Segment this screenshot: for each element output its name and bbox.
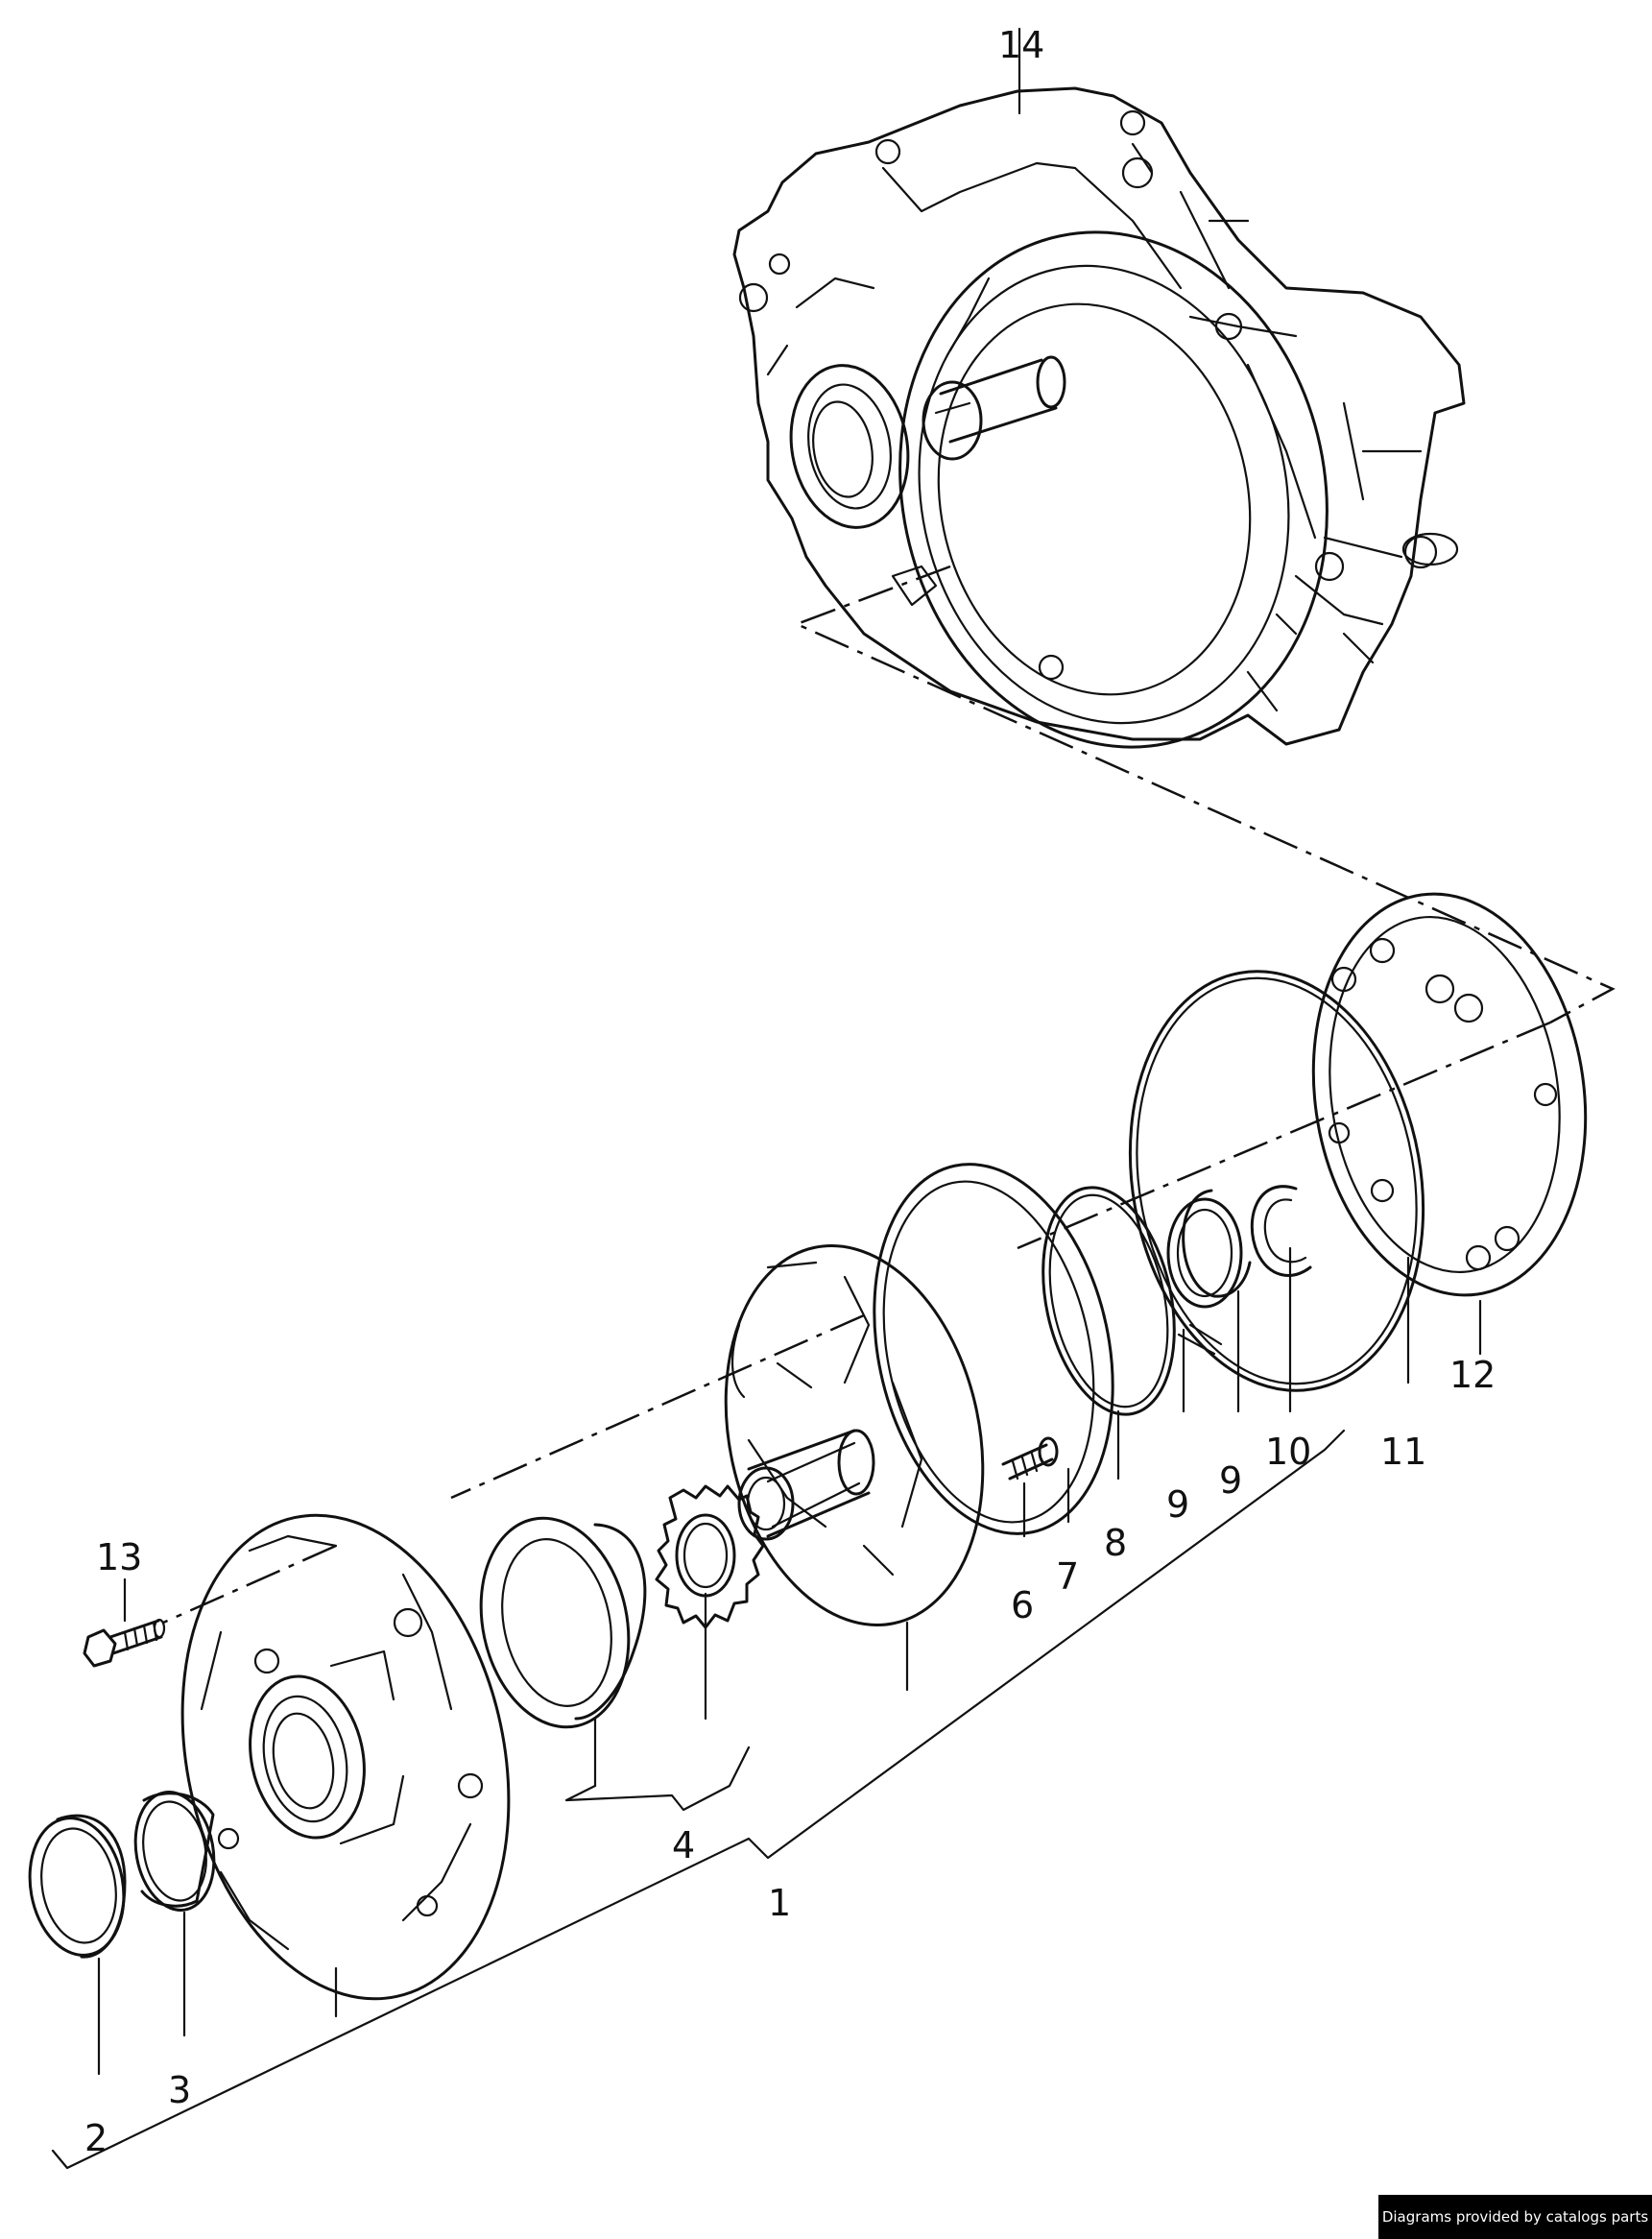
gasket-part-12 bbox=[1311, 892, 1588, 1297]
label-7: 7 bbox=[1056, 1555, 1079, 1598]
label-12: 12 bbox=[1449, 1354, 1496, 1396]
part-labels: 14 12 11 10 9 9 8 7 6 4 1 13 3 2 bbox=[84, 24, 1496, 2159]
bolt-part-13 bbox=[83, 1618, 166, 1668]
leader-lines bbox=[51, 27, 1482, 2170]
center-axis-dashdot bbox=[162, 565, 1616, 1625]
label-4: 4 bbox=[672, 1824, 695, 1866]
gear-set-part-4 bbox=[479, 1484, 765, 1729]
label-10: 10 bbox=[1265, 1431, 1311, 1473]
label-1: 1 bbox=[768, 1882, 791, 1924]
label-13: 13 bbox=[96, 1536, 142, 1578]
label-3: 3 bbox=[168, 2069, 191, 2111]
label-11: 11 bbox=[1380, 1431, 1426, 1473]
label-8: 8 bbox=[1104, 1522, 1127, 1564]
label-14: 14 bbox=[998, 24, 1044, 66]
o-ring-part-8 bbox=[1041, 1186, 1176, 1416]
transmission-housing-part-14 bbox=[732, 86, 1466, 749]
label-6: 6 bbox=[1011, 1584, 1034, 1626]
bolt-part-6 bbox=[1001, 1436, 1059, 1481]
label-9-right: 9 bbox=[1219, 1459, 1242, 1502]
pump-housing bbox=[180, 1513, 511, 2001]
seal-part-2 bbox=[28, 1814, 127, 1959]
credit-banner: Diagrams provided by catalogs parts bbox=[1378, 2195, 1652, 2239]
seal-part-7 bbox=[873, 1163, 1114, 1535]
bushing-part-3 bbox=[133, 1791, 216, 1912]
label-2: 2 bbox=[84, 2117, 108, 2159]
pump-body bbox=[724, 1244, 985, 1626]
label-9-left: 9 bbox=[1166, 1483, 1189, 1526]
o-ring-part-11 bbox=[1128, 970, 1425, 1392]
